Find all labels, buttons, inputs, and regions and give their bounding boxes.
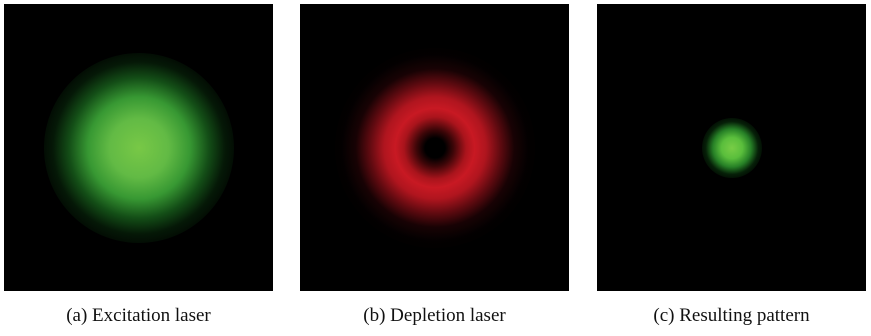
- red-donut-spot: [334, 47, 535, 248]
- small-green-spot: [701, 117, 762, 178]
- green-gaussian-spot: [43, 52, 234, 243]
- panel-result-image: [597, 4, 866, 291]
- panel-excitation-image: [4, 4, 273, 291]
- panel-depletion-image: [300, 4, 569, 291]
- caption-result: (c) Resulting pattern: [653, 305, 810, 326]
- caption-excitation: (a) Excitation laser: [66, 305, 211, 326]
- caption-depletion: (b) Depletion laser: [363, 305, 506, 326]
